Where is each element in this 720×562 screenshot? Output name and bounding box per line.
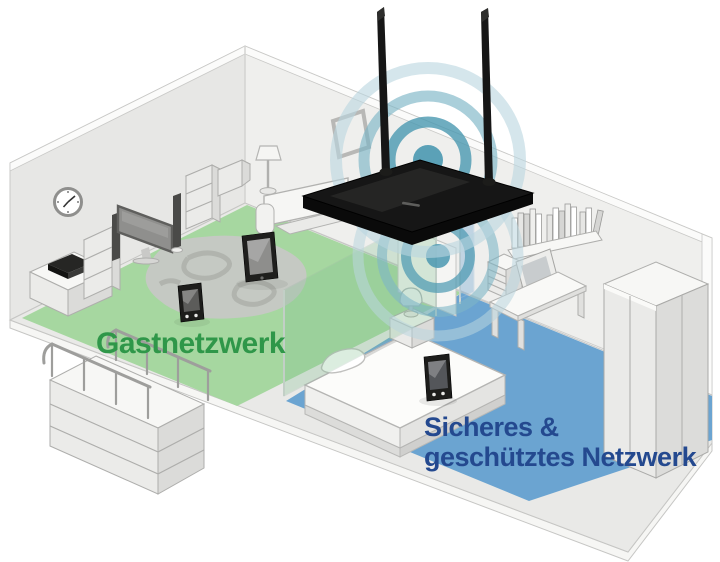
guest-network-label: Gastnetzwerk xyxy=(96,327,286,360)
wardrobe xyxy=(602,261,710,479)
wall-bookshelf xyxy=(507,203,604,260)
tablet xyxy=(236,231,288,290)
svg-text:geschütztes Netzwerk: geschütztes Netzwerk xyxy=(424,442,698,472)
svg-text:Sicheres &: Sicheres & xyxy=(424,412,559,442)
wifi-signal-upper xyxy=(330,62,526,258)
cabinet-small xyxy=(216,159,252,197)
secure-network-label: Sicheres & geschütztes Netzwerk xyxy=(424,412,698,472)
floor-lamp xyxy=(255,145,282,195)
television xyxy=(112,193,183,265)
stairs xyxy=(42,328,212,495)
router-antenna-left xyxy=(377,7,390,177)
bed xyxy=(303,331,507,458)
wifi-router xyxy=(301,7,535,245)
router-antenna-right xyxy=(481,8,493,186)
pillow xyxy=(320,347,366,374)
desk xyxy=(488,248,588,351)
smartphone-secure xyxy=(419,353,457,406)
wall-clock xyxy=(53,187,83,217)
stair-railing xyxy=(42,328,212,420)
speaker xyxy=(171,193,183,253)
shelf-unit-tall xyxy=(184,164,222,230)
smartphone-guest xyxy=(174,282,210,327)
